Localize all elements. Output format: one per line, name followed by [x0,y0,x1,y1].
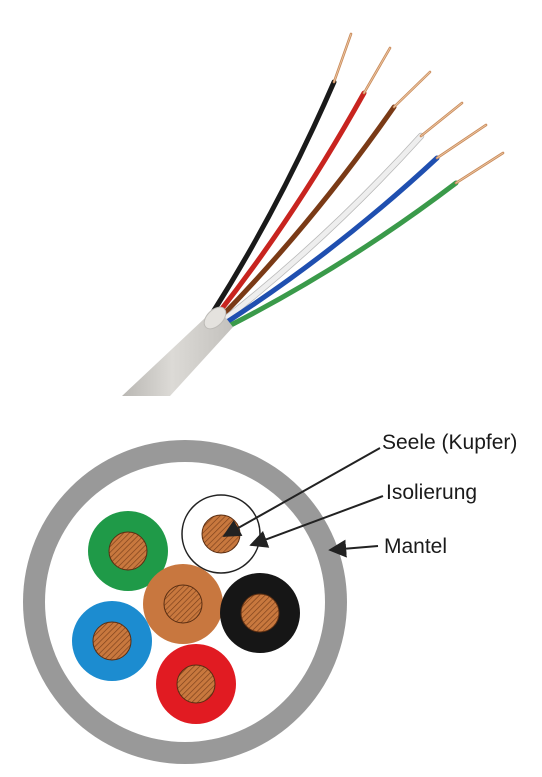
wire-black [210,32,353,315]
copper-core-black [240,593,280,633]
copper-core-brown [163,584,203,624]
copper-core-blue [92,621,132,661]
conductor-blue [72,601,152,681]
sheath-arrow [328,539,379,558]
wire-insulation-white [221,133,424,323]
wire-red [214,46,392,318]
cable-jacket-end [203,306,227,330]
wire-insulation-green [228,180,459,328]
wire-insulation-brown [218,104,397,320]
insulation-label: Isolierung [386,481,477,504]
conductor-brown [143,564,223,644]
conductor-red [156,644,236,724]
wire-brown [218,70,432,320]
callouts: Seele (Kupfer) Isolierung Mantel [222,431,517,558]
core-arrow [222,447,381,537]
copper-core-green [108,531,148,571]
cable-illustration [122,32,505,396]
wire-blue [224,123,488,325]
cross-section [23,440,347,764]
wire-green [228,151,505,328]
sheath-label: Mantel [384,535,447,558]
conductor-white [181,494,261,574]
wire-insulation-blue [224,155,440,325]
wire-insulation-red [214,90,367,318]
wire-group [210,32,505,328]
wire-insulation-black [210,79,337,315]
conductor-black [220,573,300,653]
wire-white [220,101,464,324]
conductor-green [88,511,168,591]
copper-core-red [176,664,216,704]
copper-core-white [201,514,241,554]
core-label: Seele (Kupfer) [382,431,517,454]
cable-jacket [122,314,233,396]
insulation-arrow [249,495,384,548]
